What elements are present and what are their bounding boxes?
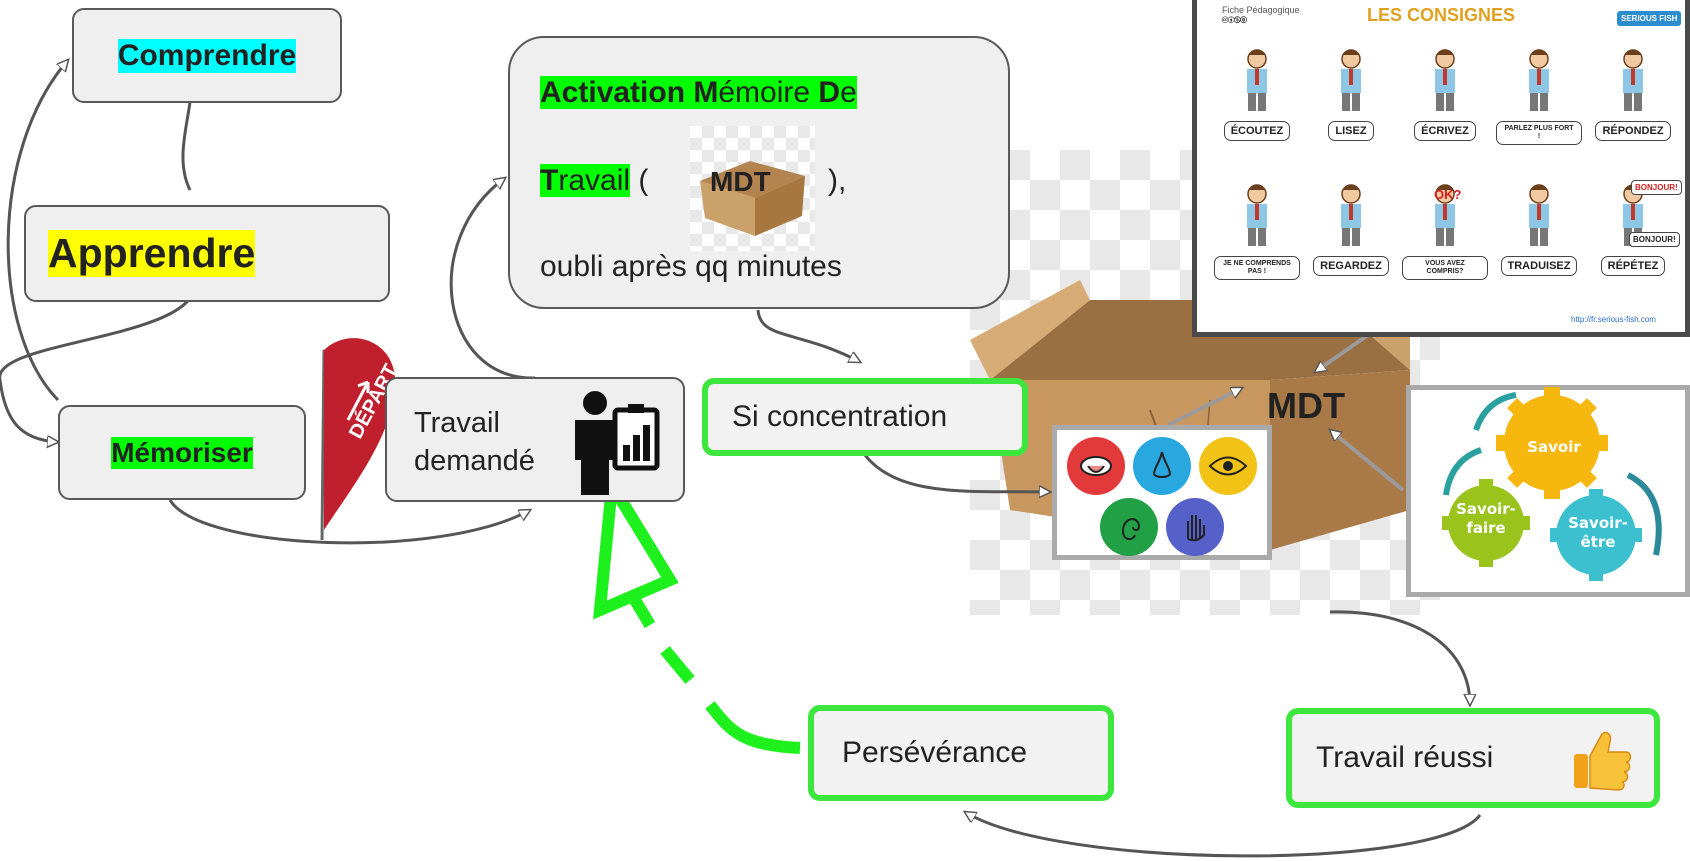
poster-row1-card: RÉPONDEZ [1588, 47, 1678, 141]
gear-savoir-label: Savoir [1527, 438, 1581, 456]
gears-icon [1442, 387, 1662, 581]
poster-row1-tag: ÉCOUTEZ [1223, 121, 1291, 141]
arrow-travail-reussi-to-perseverance [965, 812, 1482, 858]
poster-row2-card: VOUS AVEZ COMPRIS? [1400, 182, 1490, 280]
travail-reussi-label: Travail réussi [1316, 741, 1494, 774]
poster-row2-tag: RÉPÉTEZ [1600, 256, 1666, 276]
link-apprendre-memoriser [0, 281, 197, 442]
poster-row1-card: PARLEZ PLUS FORT ! [1494, 47, 1584, 145]
poster-row1-tag: RÉPONDEZ [1595, 121, 1671, 141]
node-memoriser: Mémoriser [58, 405, 306, 500]
poster-row1-tag: PARLEZ PLUS FORT ! [1496, 121, 1582, 145]
node-perseverance: Persévérance [808, 705, 1114, 801]
arrow-activation-to-concentration [756, 309, 860, 364]
poster-row2-card: REGARDEZ [1306, 182, 1396, 276]
poster-row-1: ÉCOUTEZ LISEZ ÉCRIVEZ PARLEZ PLUS FORT ! RÉP… [1212, 47, 1682, 167]
poster-title: LES CONSIGNES [1367, 5, 1516, 25]
poster-bubble-ok: OK? [1434, 187, 1462, 202]
poster-bubble-bonjour-2: BONJOUR! [1629, 232, 1680, 247]
poster-row1-card: ÉCRIVEZ [1400, 47, 1490, 141]
poster-row-2: JE NE COMPRENDS PAS ! REGARDEZ VOUS AVEZ C… [1212, 182, 1682, 302]
poster-url: http://fr.serious-fish.com [1571, 315, 1656, 324]
node-travail-reussi: Travail réussi [1286, 708, 1660, 808]
mdt-small-label: MDT [710, 166, 771, 197]
nose-icon [1133, 437, 1191, 495]
poster-consignes: Fiche Pédagogique 🅭🅯🄏🄍 LES CONSIGNES SER… [1192, 0, 1690, 337]
depart-flag-icon: DÉPART [320, 338, 402, 540]
activation-paren-close: ), [828, 164, 847, 197]
poster-row1-card: ÉCOUTEZ [1212, 47, 1302, 141]
arrow-memoriser-to-comprendre [6, 60, 68, 402]
arrow-concentration-to-senses [863, 454, 1050, 492]
gear-savoir-etre-label: Savoir-être [1568, 514, 1628, 551]
gears-panel: Savoir Savoir-faire Savoir-être [1406, 385, 1690, 597]
travail-demande-line2: demandé [414, 445, 535, 477]
poster-row2-tag: TRADUISEZ [1500, 256, 1578, 276]
mdt-small-box: MDT [690, 126, 815, 251]
eye-icon [1199, 437, 1257, 495]
node-apprendre: Apprendre [24, 205, 390, 302]
node-si-concentration: Si concentration [702, 378, 1028, 456]
thumbs-up-icon [1574, 731, 1632, 791]
apprendre-label: Apprendre [48, 230, 256, 277]
activation-line1: Activation Mémoire De [540, 76, 857, 109]
travail-demande-line1: Travail [414, 407, 500, 439]
mouth-icon [1067, 437, 1125, 495]
senses-panel [1052, 425, 1272, 560]
ear-icon [1100, 498, 1158, 556]
poster-row2-card: JE NE COMPRENDS PAS ! [1212, 182, 1302, 280]
poster-row1-tag: ÉCRIVEZ [1414, 121, 1476, 141]
poster-row2-card: TRADUISEZ [1494, 182, 1584, 276]
node-travail-demande: Travail demandé [385, 377, 685, 502]
arrow-travail-to-activation [449, 178, 536, 380]
activation-line2: Travail ( [540, 164, 649, 197]
comprendre-label: Comprendre [117, 38, 297, 73]
poster-row2-card: RÉPÉTEZ [1588, 182, 1678, 276]
poster-row2-tag: VOUS AVEZ COMPRIS? [1402, 256, 1488, 280]
gear-savoir-faire-label: Savoir-faire [1456, 500, 1516, 537]
memoriser-label: Mémoriser [111, 436, 253, 469]
poster-brand: SERIOUS FISH [1617, 11, 1682, 26]
perseverance-return-arrow [593, 466, 801, 754]
node-comprendre: Comprendre [72, 8, 342, 103]
hand-icon [1166, 498, 1224, 556]
poster-row1-tag: LISEZ [1328, 121, 1374, 141]
arrow-mdt-to-travail-reussi [1329, 610, 1470, 705]
arrow-memoriser-to-travail [168, 499, 530, 545]
node-activation-mdt: Activation Mémoire De Travail ( MDT ), o… [508, 36, 1010, 309]
poster-row2-tag: REGARDEZ [1313, 256, 1389, 276]
poster-row2-tag: JE NE COMPRENDS PAS ! [1214, 256, 1300, 280]
oubli-label: oubli après qq minutes [540, 250, 842, 283]
perseverance-label: Persévérance [842, 736, 1028, 769]
si-concentration-label: Si concentration [732, 400, 948, 433]
poster-cc: 🅭🅯🄏🄍 [1222, 15, 1247, 26]
mdt-big-label: MDT [1267, 385, 1345, 426]
poster-bubble-bonjour-1: BONJOUR! [1631, 180, 1682, 195]
poster-row1-card: LISEZ [1306, 47, 1396, 141]
poster-header-left: Fiche Pédagogique [1222, 5, 1300, 15]
worker-chart-icon [575, 391, 660, 495]
